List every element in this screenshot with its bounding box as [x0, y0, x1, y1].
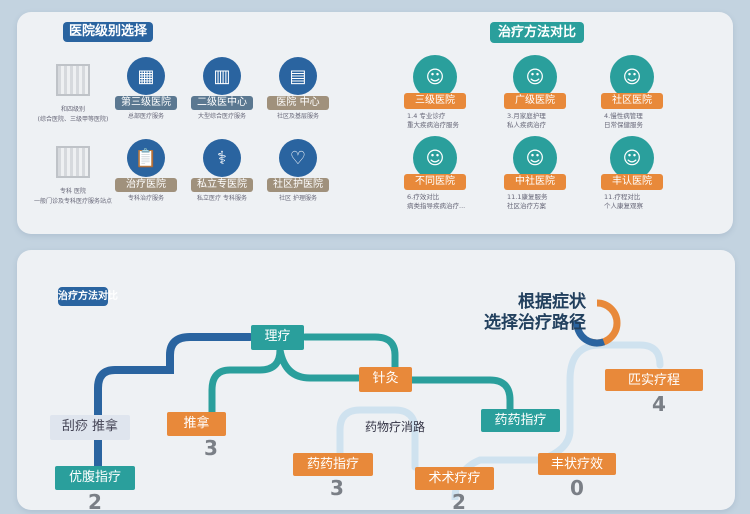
hospital-level-desc: 社区及基层服务	[276, 113, 319, 120]
treatment-option[interactable]: 广级医院	[504, 93, 566, 109]
number-course: 4	[652, 392, 666, 416]
hospital-level-desc: 社区 护理服务	[279, 195, 317, 202]
clinic-building-icon: ▤	[279, 57, 317, 95]
side-caption: 专科 医院	[60, 188, 86, 195]
node-effect[interactable]: 丰状疗效	[538, 453, 616, 475]
hospital-level-option[interactable]: 第三级医院	[115, 96, 177, 110]
hospital-level-desc: 私立医疗 专科服务	[197, 195, 247, 202]
stethoscope-icon: ⚕	[203, 139, 241, 177]
hospital-level-desc: 总部医疗服务	[127, 113, 164, 120]
treatment-desc: 3.月家庭护理	[507, 112, 546, 120]
hospital-building-icon: ▦	[127, 57, 165, 95]
side-caption: 和四级别	[60, 106, 85, 113]
hospital-level-option[interactable]: 社区护医院	[267, 178, 329, 192]
progress-ring-blue	[573, 299, 621, 347]
node-physio[interactable]: 理疗	[251, 325, 304, 350]
treatment-desc: 病类指导疾病治疗...	[407, 202, 466, 210]
node-acupuncture[interactable]: 针灸	[359, 367, 412, 392]
connector-blue	[94, 333, 254, 419]
person-icon: ☺	[513, 55, 557, 99]
hospital-level-title: 医院级别选择	[63, 22, 153, 42]
node-surgery[interactable]: 术术疗疗	[415, 467, 494, 490]
person-icon: ☺	[413, 136, 457, 180]
connector-light-2	[451, 341, 664, 500]
hospital-level-option[interactable]: 私立专医院	[191, 178, 253, 192]
number-effect: 0	[570, 476, 584, 500]
person-icon: ☺	[513, 136, 557, 180]
node-massage[interactable]: 推拿	[167, 412, 226, 436]
treatment-desc: 私人疾病治疗	[507, 121, 546, 129]
side-desc: 一般门诊及专科医疗服务站点	[33, 198, 112, 205]
hospital-level-option[interactable]: 治疗医院	[115, 178, 177, 192]
person-icon: ☺	[610, 136, 654, 180]
node-drug-teal[interactable]: 药药指疗	[481, 409, 560, 432]
number-optimal: 2	[88, 490, 102, 514]
node-drug-orange[interactable]: 药药指疗	[293, 453, 373, 476]
hospital-level-desc: 专科治疗服务	[127, 195, 164, 202]
connector-teal-top	[301, 333, 399, 371]
number-massage: 3	[204, 436, 218, 460]
hospital-level-desc: 大型综合医疗服务	[197, 113, 246, 120]
treatment-desc: 日常保健服务	[604, 121, 643, 129]
node-scraping[interactable]: 刮痧 推拿	[50, 415, 130, 440]
hospital-level-card	[17, 12, 733, 234]
headline: 根据症状 选择治疗路径	[476, 292, 586, 334]
treatment-desc: 重大疾病治疗服务	[407, 121, 459, 129]
heart-icon: ♡	[279, 139, 317, 177]
person-icon: ☺	[610, 55, 654, 99]
connector-teal-right	[276, 346, 362, 382]
hospital-level-option[interactable]: 医院 中心	[267, 96, 329, 110]
treatment-desc: 社区治疗方案	[507, 202, 546, 210]
treatment-option[interactable]: 社区医院	[601, 93, 663, 109]
treatment-desc: 个人康复观察	[604, 202, 643, 210]
headline-line1: 根据症状	[518, 292, 586, 312]
path-connectors	[94, 299, 664, 500]
building-icon	[56, 146, 90, 178]
treatment-option[interactable]: 丰认医院	[601, 174, 663, 190]
node-course[interactable]: 匹实疗程	[605, 369, 703, 391]
clipboard-icon: 📋	[127, 139, 165, 177]
treatment-desc: 1.4 专业诊疗	[407, 112, 446, 120]
connector-teal-left	[208, 346, 284, 416]
person-icon: ☺	[413, 55, 457, 99]
connector-light-1	[336, 406, 419, 471]
side-desc: (综合医院、三级甲等医院)	[37, 116, 109, 123]
node-drug-desc: 药物疗消路	[364, 420, 425, 434]
connector-teal-drug	[408, 376, 514, 413]
building-icon	[56, 64, 90, 96]
treatment-desc: 11.1康复服务	[507, 193, 548, 201]
treatment-compare-title: 治疗方法对比	[490, 22, 584, 43]
headline-line2: 选择治疗路径	[484, 313, 586, 333]
hospital-level-option[interactable]: 二级医中心	[191, 96, 253, 110]
treatment-option[interactable]: 中社医院	[504, 174, 566, 190]
treatment-option[interactable]: 三级医院	[404, 93, 466, 109]
treatment-desc: 6.疗效对比	[407, 193, 440, 201]
treatment-option[interactable]: 不同医院	[404, 174, 466, 190]
node-optimal[interactable]: 优腹指疗	[55, 466, 135, 490]
treatment-desc: 4.慢性病管理	[604, 112, 643, 120]
number-surgery: 2	[452, 490, 466, 514]
office-building-icon: ▥	[203, 57, 241, 95]
treatment-desc: 11.疗程对比	[604, 193, 641, 201]
number-drug: 3	[330, 476, 344, 500]
treatment-path-title: 治疗方法对比	[58, 287, 118, 306]
